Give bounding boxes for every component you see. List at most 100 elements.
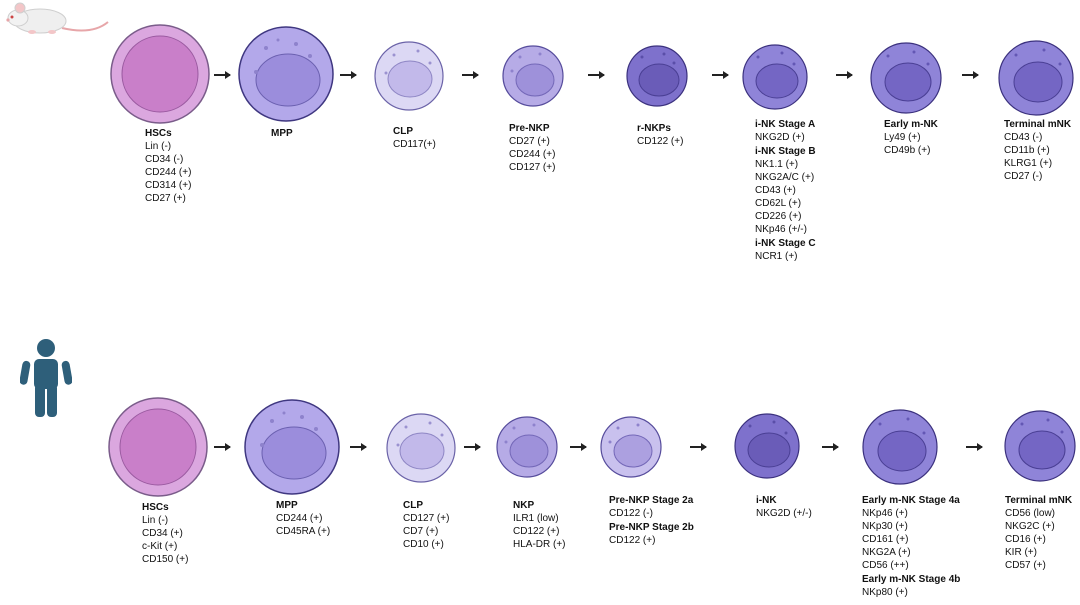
human-arrow-2 (350, 443, 367, 451)
mouse-arrow-5 (712, 71, 729, 79)
stage-subtitle: Pre-NKP Stage 2b (609, 522, 694, 533)
human-nkp-cell (496, 416, 558, 478)
human-arrow-1 (214, 443, 231, 451)
marker: CD127 (+) (403, 513, 450, 524)
stage-title: NKP (513, 500, 535, 511)
marker: CD226 (+) (755, 211, 802, 222)
stage-title: Early m-NK Stage 4a (862, 495, 960, 506)
marker: CD117(+) (393, 139, 436, 150)
human-hsc-cell (108, 397, 208, 497)
mouse-arrow-1 (214, 71, 231, 79)
marker: Ly49 (+) (884, 132, 921, 143)
marker: CD62L (+) (755, 198, 802, 209)
marker: CD150 (+) (142, 554, 189, 565)
mouse-clp-cell (374, 41, 444, 111)
human-mpp-label: MPP CD244 (+) CD45RA (+) (276, 499, 330, 538)
mouse-arrow-6 (836, 71, 853, 79)
mouse-early-m-nk-cell (870, 42, 942, 114)
human-arrow-6 (822, 443, 839, 451)
human-early-m-nk-cell (862, 409, 938, 485)
human-i-nk-cell (734, 413, 800, 479)
stage-subtitle: i-NK Stage C (755, 238, 816, 249)
stage-title: MPP (271, 128, 293, 139)
stage-subtitle: i-NK Stage B (755, 146, 816, 157)
human-early-m-nk-label: Early m-NK Stage 4a NKp46 (+) NKp30 (+) … (862, 494, 960, 599)
marker: CD314 (+) (145, 180, 192, 191)
marker: CD10 (+) (403, 539, 444, 550)
marker: CD27 (-) (1004, 171, 1043, 182)
marker: NKp46 (+/-) (755, 224, 807, 235)
marker: CD161 (+) (862, 534, 909, 545)
stage-title: i-NK Stage A (755, 119, 816, 130)
stage-title: MPP (276, 500, 298, 511)
marker: CD16 (+) (1005, 534, 1046, 545)
stage-title: Terminal mNK (1005, 495, 1073, 506)
marker: CD45RA (+) (276, 526, 331, 537)
mouse-clp-label: CLP CD117(+) (393, 125, 436, 151)
marker: NKp46 (+) (862, 508, 908, 519)
marker: CD43 (+) (755, 185, 796, 196)
marker: CD57 (+) (1005, 560, 1046, 571)
marker: CD122 (+) (637, 136, 684, 147)
marker: CD122 (-) (609, 508, 653, 519)
mouse-pre-nkp-label: Pre-NKP CD27 (+) CD244 (+) CD127 (+) (509, 122, 555, 174)
marker: NKG2A/C (+) (755, 172, 815, 183)
marker: HLA-DR (+) (513, 539, 566, 550)
marker: CD34 (-) (145, 154, 184, 165)
human-pre-nkp-label: Pre-NKP Stage 2a CD122 (-) Pre-NKP Stage… (609, 494, 694, 547)
human-arrow-4 (570, 443, 587, 451)
human-pre-nkp-cell (600, 416, 662, 478)
mouse-mpp-cell (238, 26, 334, 122)
marker: NKp80 (+) (862, 587, 908, 598)
marker: CD49b (+) (884, 145, 931, 156)
human-terminal-mnk-cell (1004, 410, 1076, 482)
marker: CD11b (+) (1004, 145, 1050, 156)
marker: KIR (+) (1005, 547, 1037, 558)
human-clp-cell (386, 413, 456, 483)
marker: Lin (-) (142, 515, 169, 526)
marker: CD27 (+) (509, 136, 550, 147)
mouse-icon (4, 2, 110, 38)
stage-title: CLP (393, 126, 413, 137)
human-icon (19, 338, 73, 418)
marker: NKG2C (+) (1005, 521, 1055, 532)
mouse-i-nk-label: i-NK Stage A NKG2D (+) i-NK Stage B NK1.… (755, 118, 816, 263)
marker: CD122 (+) (513, 526, 560, 537)
marker: ILR1 (low) (513, 513, 559, 524)
marker: CD244 (+) (509, 149, 556, 160)
marker: CD43 (-) (1004, 132, 1043, 143)
stage-title: Pre-NKP Stage 2a (609, 495, 694, 506)
marker: CD122 (+) (609, 535, 656, 546)
marker: c-Kit (+) (142, 541, 178, 552)
marker: CD27 (+) (145, 193, 186, 204)
mouse-arrow-2 (340, 71, 357, 79)
mouse-r-nkps-label: r-NKPs CD122 (+) (637, 122, 683, 148)
human-clp-label: CLP CD127 (+) CD7 (+) CD10 (+) (403, 499, 449, 551)
stage-title: r-NKPs (637, 123, 671, 134)
marker: Lin (-) (145, 141, 172, 152)
mouse-arrow-4 (588, 71, 605, 79)
mouse-r-nkps-cell (626, 45, 688, 107)
human-hsc-label: HSCs Lin (-) CD34 (+) c-Kit (+) CD150 (+… (142, 501, 188, 566)
mouse-pre-nkp-cell (502, 45, 564, 107)
stage-title: HSCs (145, 128, 172, 139)
marker: CD34 (+) (142, 528, 183, 539)
marker: NKG2A (+) (862, 547, 911, 558)
marker: KLRG1 (+) (1004, 158, 1053, 169)
marker: NKp30 (+) (862, 521, 908, 532)
human-i-nk-label: i-NK NKG2D (+/-) (756, 494, 812, 520)
marker: NKG2D (+/-) (756, 508, 812, 519)
human-arrow-3 (464, 443, 481, 451)
stage-title: i-NK (756, 495, 777, 506)
mouse-terminal-mnk-cell (998, 40, 1074, 116)
marker: CD56 (++) (862, 560, 909, 571)
stage-subtitle: Early m-NK Stage 4b (862, 574, 961, 585)
mouse-hsc-label: HSCs Lin (-) CD34 (-) CD244 (+) CD314 (+… (145, 127, 191, 205)
human-mpp-cell (244, 399, 340, 495)
marker: NK1.1 (+) (755, 159, 799, 170)
marker: CD244 (+) (276, 513, 323, 524)
mouse-mpp-label: MPP (271, 127, 293, 140)
mouse-i-nk-cell (742, 44, 808, 110)
human-terminal-mnk-label: Terminal mNK CD56 (low) NKG2C (+) CD16 (… (1005, 494, 1072, 572)
marker: NKG2D (+) (755, 132, 805, 143)
